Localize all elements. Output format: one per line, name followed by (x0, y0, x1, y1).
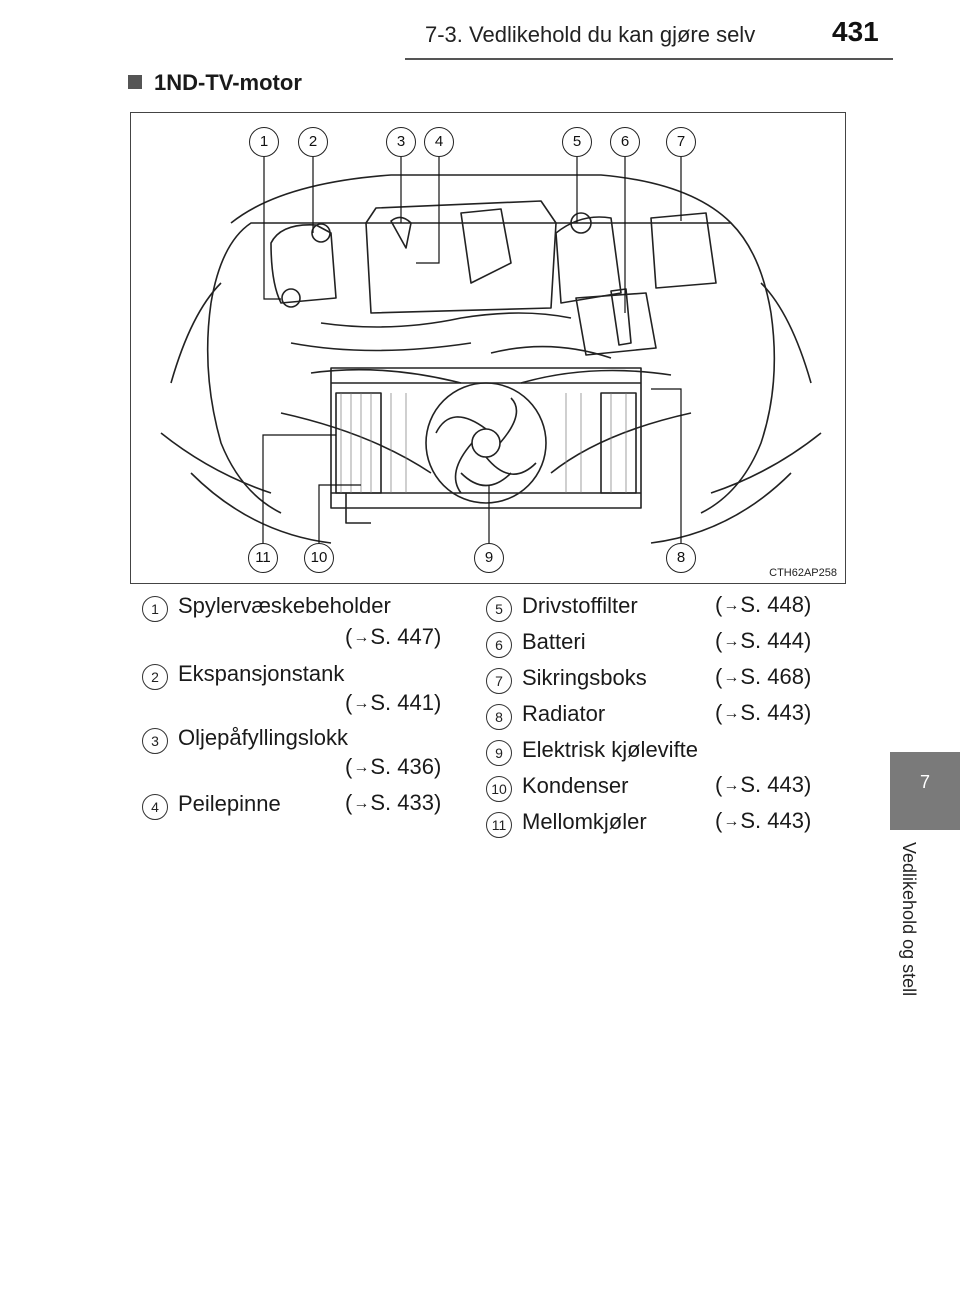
legend-ref-5: (→S. 448) (715, 592, 812, 617)
header-section-title: 7-3. Vedlikehold du kan gjøre selv (425, 22, 756, 47)
square-bullet-icon (128, 75, 142, 89)
callout-8: 8 (666, 543, 696, 573)
callout-6: 6 (610, 127, 640, 157)
legend-label-3: Oljepåfyllingslokk (178, 725, 348, 750)
legend-label-8: Radiator (522, 701, 606, 726)
legend-label-2: Ekspansjonstank (178, 661, 345, 686)
callout-10: 10 (304, 543, 334, 573)
header-divider (405, 58, 893, 60)
legend-label-10: Kondenser (522, 773, 629, 798)
legend-ref-1: (→S. 447) (345, 624, 442, 649)
callout-11: 11 (248, 543, 278, 573)
callout-9: 9 (474, 543, 504, 573)
legend-number-7: 7 (486, 668, 512, 694)
callout-2: 2 (298, 127, 328, 157)
chapter-tab-label: Vedlikehold og stell (899, 842, 919, 997)
engine-diagram: 1 2 3 4 5 6 7 8 9 10 11 CTH62AP258 (130, 112, 846, 584)
arrow-right-icon: → (723, 813, 740, 830)
callout-7: 7 (666, 127, 696, 157)
callout-3: 3 (386, 127, 416, 157)
arrow-right-icon: → (353, 759, 370, 776)
arrow-right-icon: → (723, 669, 740, 686)
engine-bay-illustration (160, 157, 822, 544)
legend-number-6: 6 (486, 632, 512, 658)
section-title: 1ND-TV-motor (128, 70, 302, 96)
arrow-right-icon: → (723, 705, 740, 722)
legend-ref-7: (→S. 468) (715, 664, 812, 689)
legend-ref-4: (→S. 433) (345, 790, 442, 815)
legend-label-5: Drivstoffilter (522, 593, 638, 618)
legend-number-11: 11 (486, 812, 512, 838)
legend-number-9: 9 (486, 740, 512, 766)
callout-5: 5 (562, 127, 592, 157)
legend-ref-8: (→S. 443) (715, 700, 812, 725)
legend-label-9: Elektrisk kjølevifte (522, 737, 699, 762)
legend-label-6: Batteri (522, 629, 586, 654)
legend-ref-10: (→S. 443) (715, 772, 812, 797)
legend-number-10: 10 (486, 776, 512, 802)
legend-number-2: 2 (142, 664, 168, 690)
legend-ref-2: (→S. 441) (345, 690, 442, 715)
arrow-right-icon: → (353, 695, 370, 712)
arrow-right-icon: → (723, 633, 740, 650)
callout-1: 1 (249, 127, 279, 157)
legend-ref-3: (→S. 436) (345, 754, 442, 779)
chapter-tab: 7 (890, 752, 960, 830)
legend-number-4: 4 (142, 794, 168, 820)
section-title-text: 1ND-TV-motor (154, 70, 302, 95)
page-number: 431 (832, 16, 879, 47)
arrow-right-icon: → (723, 597, 740, 614)
legend-ref-11: (→S. 443) (715, 808, 812, 833)
legend-label-1: Spylervæskebeholder (178, 593, 391, 618)
legend-number-1: 1 (142, 596, 168, 622)
arrow-right-icon: → (353, 795, 370, 812)
legend-number-8: 8 (486, 704, 512, 730)
legend-number-5: 5 (486, 596, 512, 622)
chapter-number: 7 (919, 772, 930, 792)
arrow-right-icon: → (353, 629, 370, 646)
figure-code: CTH62AP258 (769, 567, 837, 579)
legend-number-3: 3 (142, 728, 168, 754)
legend-label-11: Mellomkjøler (522, 809, 647, 834)
arrow-right-icon: → (723, 777, 740, 794)
legend-ref-6: (→S. 444) (715, 628, 812, 653)
callout-4: 4 (424, 127, 454, 157)
legend-label-7: Sikringsboks (522, 665, 647, 690)
legend-label-4: Peilepinne (178, 791, 281, 816)
